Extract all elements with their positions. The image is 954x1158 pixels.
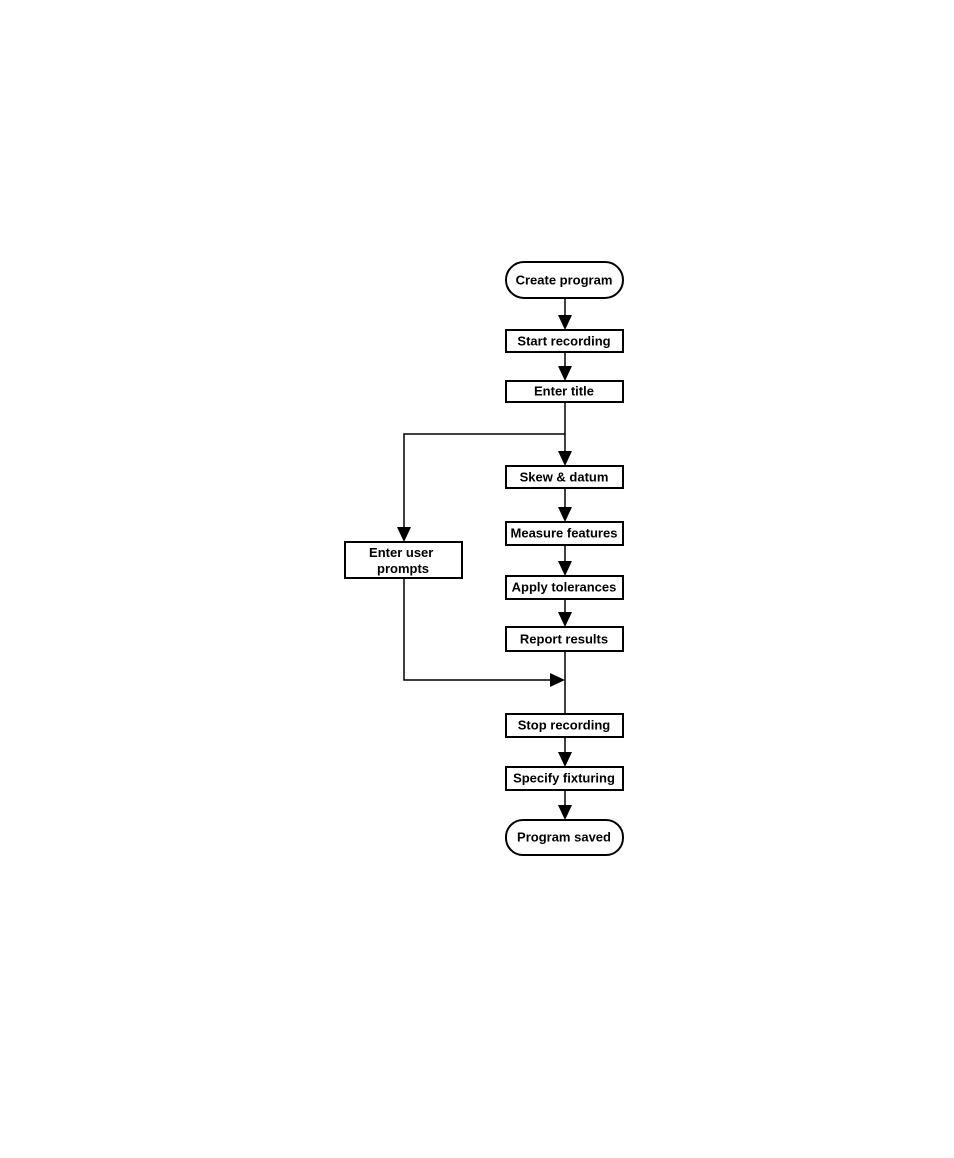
node-label-line-1: Enter user	[369, 545, 433, 560]
node-program-saved: Program saved	[505, 819, 624, 856]
process-shape	[505, 521, 624, 546]
node-label: Skew & datum	[520, 470, 609, 485]
node-measure-features: Measure features	[505, 521, 624, 546]
node-report-results: Report results	[505, 626, 624, 652]
connector-branch-prompts	[403, 433, 565, 528]
arrowhead-saved	[558, 805, 572, 820]
node-label: Enter title	[534, 384, 594, 399]
node-create-program: Create program	[505, 261, 624, 299]
node-label: Enter user prompts	[369, 545, 437, 576]
arrowhead-skew	[558, 451, 572, 466]
arrowhead-start	[558, 315, 572, 330]
node-label: Report results	[520, 632, 608, 647]
node-specify-fixturing: Specify fixturing	[505, 766, 624, 791]
process-shape	[505, 575, 624, 600]
process-shape	[505, 713, 624, 738]
connector-prompts-merge	[403, 578, 551, 681]
process-shape	[344, 541, 463, 579]
arrowhead-title	[558, 366, 572, 381]
arrowhead-merge	[550, 673, 565, 687]
process-shape	[505, 626, 624, 652]
node-label: Start recording	[517, 334, 610, 349]
node-label: Measure features	[511, 526, 618, 541]
node-start-recording: Start recording	[505, 329, 624, 353]
node-label: Apply tolerances	[512, 580, 617, 595]
node-label: Stop recording	[518, 718, 611, 733]
arrowhead-report	[558, 612, 572, 627]
process-shape	[505, 329, 624, 353]
process-shape	[505, 766, 624, 791]
process-shape	[505, 465, 624, 489]
connectors	[397, 298, 572, 820]
node-label: Program saved	[517, 830, 611, 845]
node-label: Create program	[516, 273, 613, 288]
arrowhead-prompts	[397, 527, 411, 542]
node-label: Specify fixturing	[513, 771, 615, 786]
node-label-line-2: prompts	[377, 561, 429, 576]
node-enter-title: Enter title	[505, 380, 624, 403]
arrowhead-measure	[558, 507, 572, 522]
node-skew-datum: Skew & datum	[505, 465, 624, 489]
process-shape	[505, 380, 624, 403]
arrowhead-tolerances	[558, 561, 572, 576]
arrowhead-fixturing	[558, 752, 572, 767]
node-stop-recording: Stop recording	[505, 713, 624, 738]
node-apply-tolerances: Apply tolerances	[505, 575, 624, 600]
node-enter-user-prompts: Enter user prompts	[344, 541, 463, 579]
terminator-shape	[505, 261, 624, 299]
terminator-shape	[505, 819, 624, 856]
